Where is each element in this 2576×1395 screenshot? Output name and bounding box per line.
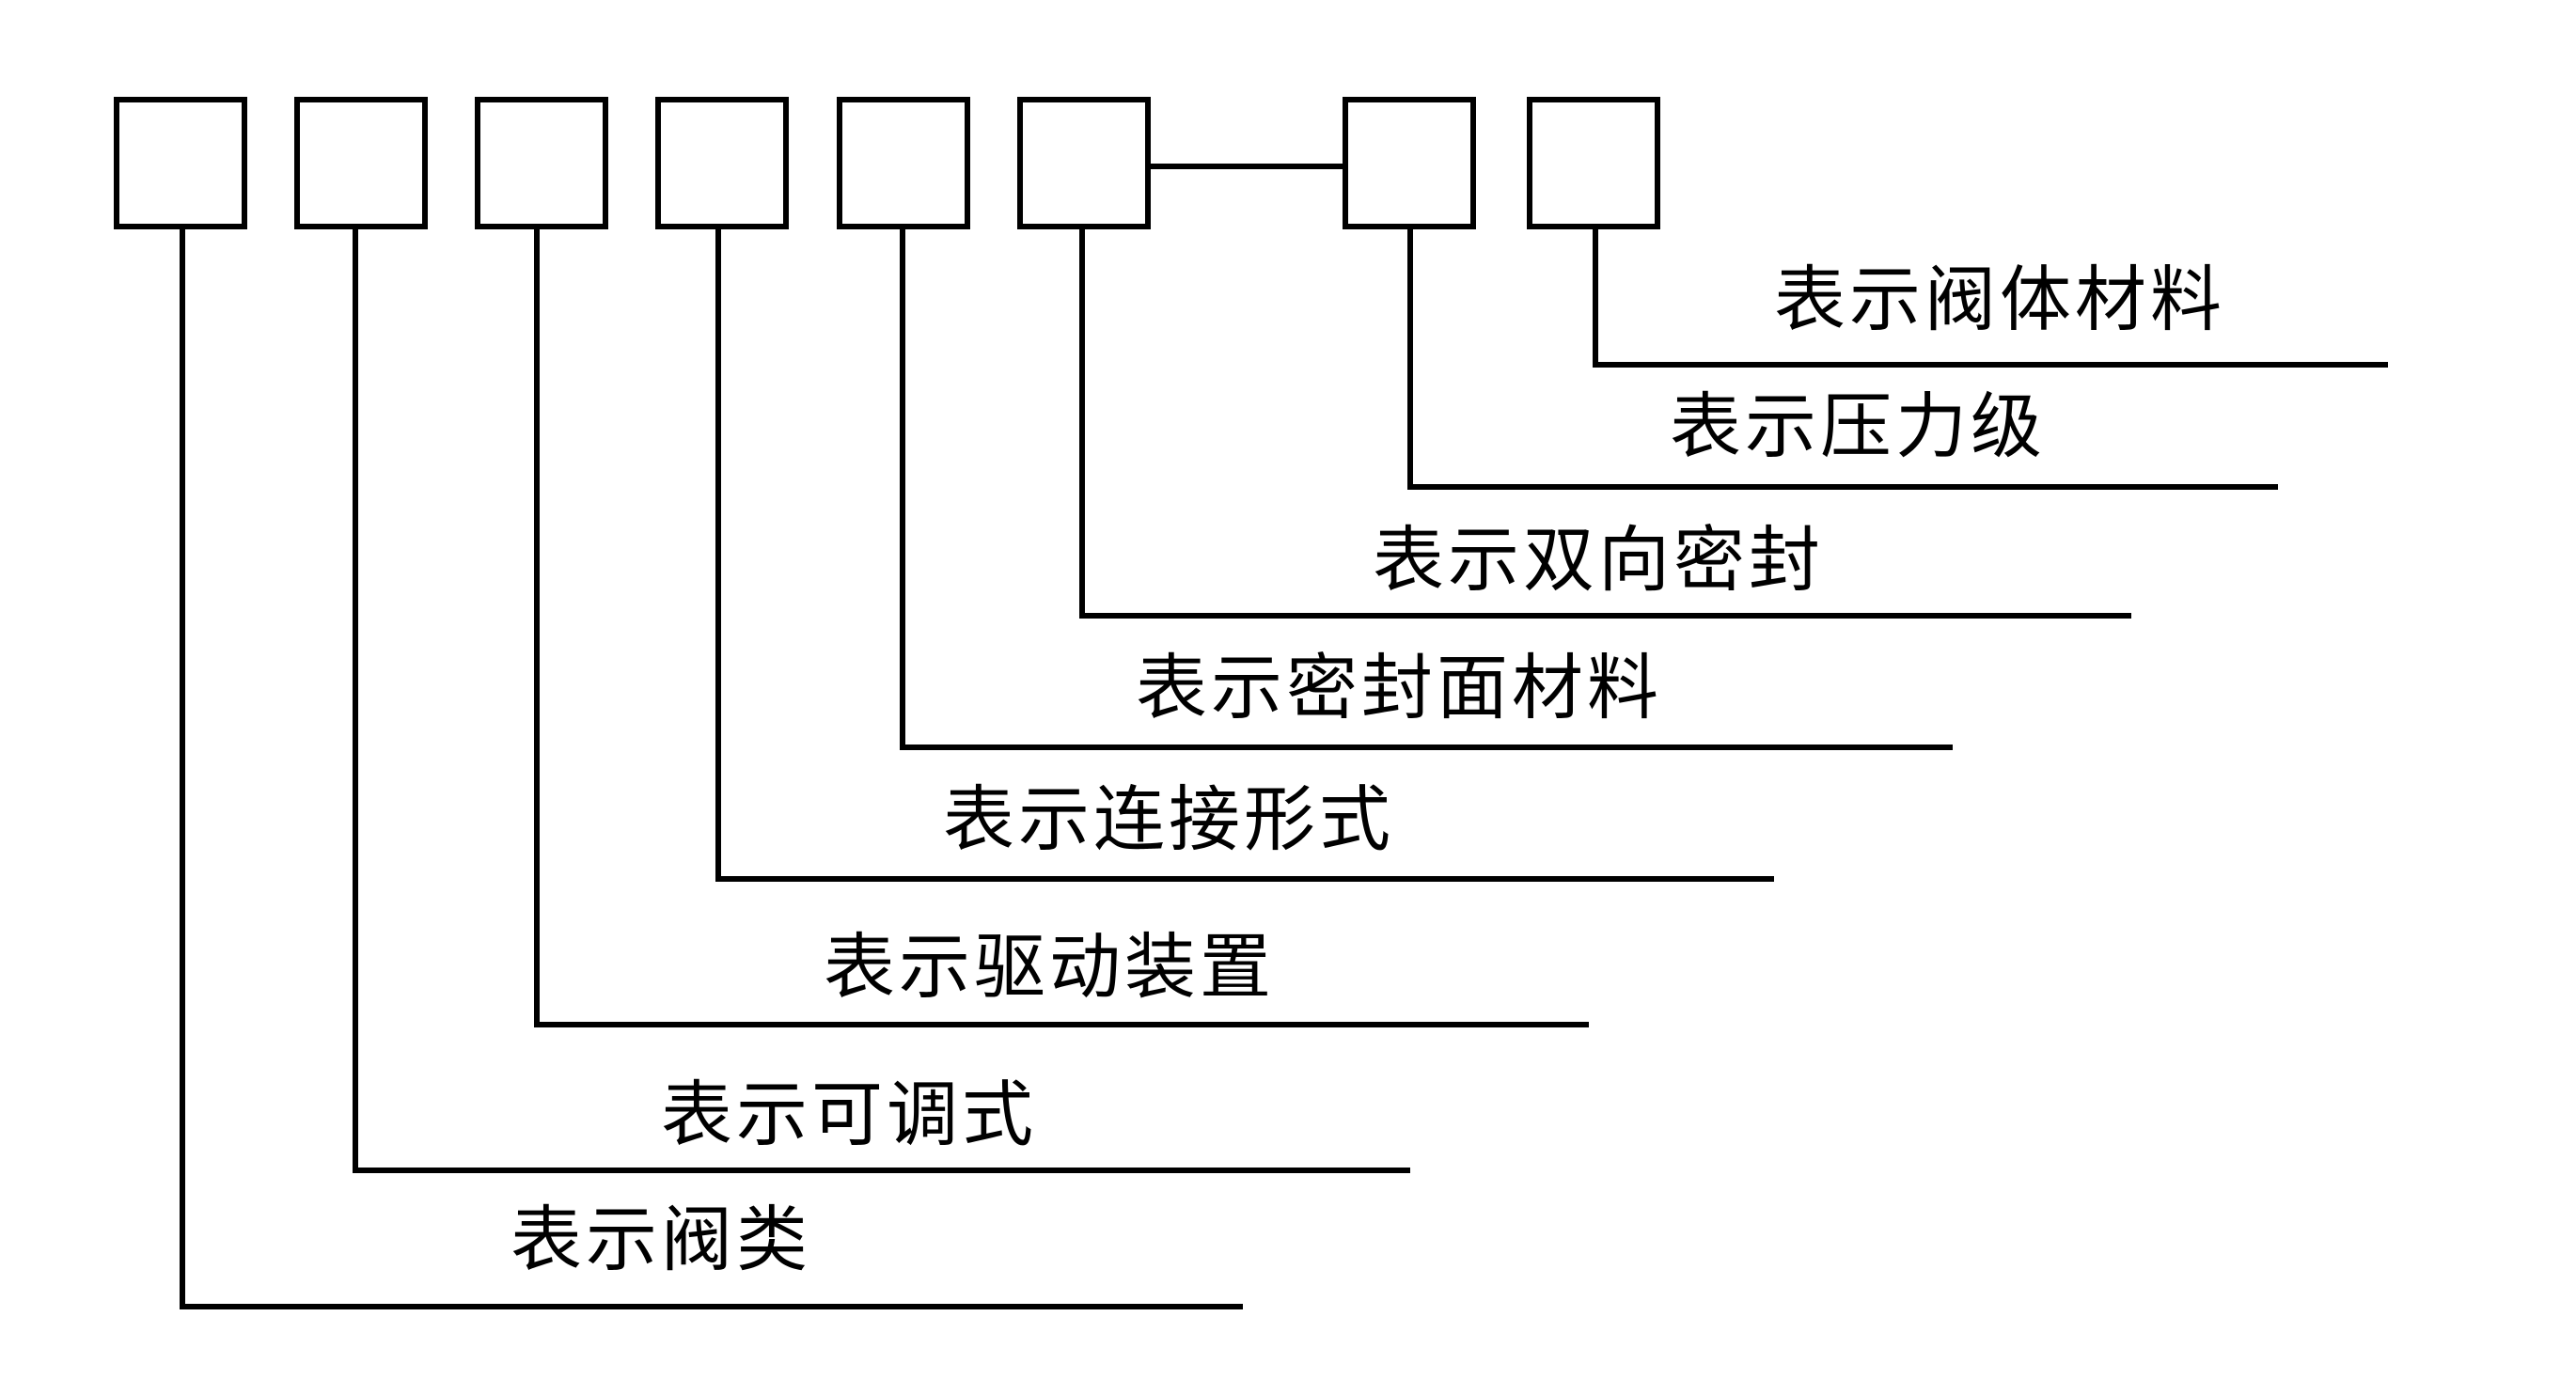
label-valve-type: 表示阀类: [510, 1198, 811, 1281]
label-adjustable: 表示可调式: [661, 1073, 1037, 1156]
label-body-material: 表示阀体材料: [1774, 258, 2225, 341]
code-box-8: [1527, 97, 1660, 229]
leader-line-7: [1407, 227, 2278, 490]
leader-line-4: [715, 227, 1774, 882]
code-box-1: [114, 97, 247, 229]
leader-line-6: [1079, 227, 2131, 619]
leader-line-8: [1593, 227, 2388, 368]
leader-line-3: [534, 227, 1589, 1027]
leader-line-1: [180, 227, 1243, 1309]
leader-line-5: [900, 227, 1953, 750]
label-seal-face-material: 表示密封面材料: [1136, 646, 1662, 729]
label-pressure-class: 表示压力级: [1670, 384, 2046, 468]
label-bidirectional-seal: 表示双向密封: [1373, 518, 1824, 602]
leader-line-2: [353, 227, 1410, 1173]
code-box-5: [837, 97, 970, 229]
code-box-2: [294, 97, 428, 229]
code-box-7: [1343, 97, 1476, 229]
code-box-4: [655, 97, 789, 229]
label-drive-device: 表示驱动装置: [824, 925, 1275, 1009]
label-connection-form: 表示连接形式: [943, 777, 1394, 861]
code-box-6: [1017, 97, 1151, 229]
code-box-3: [475, 97, 608, 229]
